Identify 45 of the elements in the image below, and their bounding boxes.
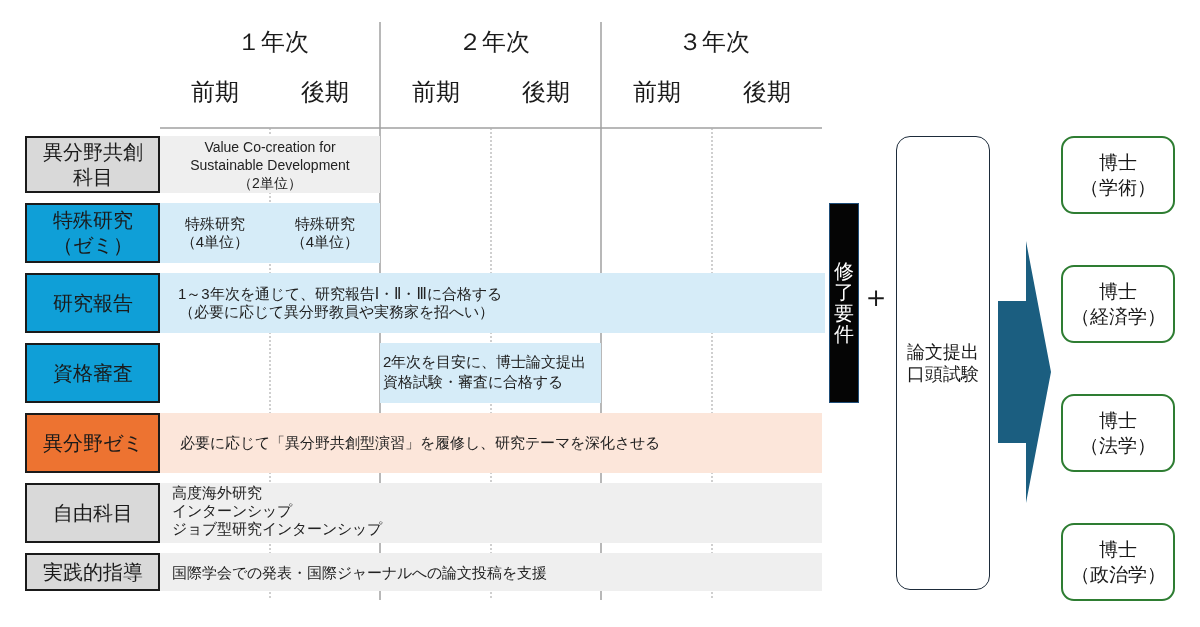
- category-box: 特殊研究（ゼミ）: [25, 203, 160, 263]
- requirement-box: [829, 203, 859, 403]
- requirement-text: 修了要件: [834, 261, 854, 345]
- band-text: Value Co-creation for Sustainable Development （2単位）: [189, 138, 351, 192]
- course-band: [160, 136, 380, 193]
- term-heading: 前期: [412, 78, 460, 106]
- block-arrow: [998, 241, 1051, 503]
- course-band: [160, 553, 822, 591]
- course-band: [160, 483, 822, 543]
- category-box: 研究報告: [25, 273, 160, 333]
- course-band: [380, 343, 601, 403]
- exam-text: 論文提出: [907, 341, 979, 363]
- band-text: インターンシップ: [172, 502, 292, 520]
- term-heading: 前期: [633, 78, 681, 106]
- degree-box: 博士（法学）: [1061, 394, 1175, 472]
- exam-text: 口頭試験: [907, 363, 979, 385]
- course-band: [160, 273, 825, 333]
- band-text: 高度海外研究: [172, 484, 262, 502]
- degree-box: 博士（政治学）: [1061, 523, 1175, 601]
- term-heading: 前期: [191, 78, 239, 106]
- year-heading: ３年次: [678, 28, 750, 56]
- term-heading: 後期: [743, 78, 791, 106]
- category-box: 異分野共創科目: [25, 136, 160, 193]
- course-band: [160, 203, 380, 263]
- band-text: 1～3年次を通じて、研究報告Ⅰ・Ⅱ・Ⅲに合格する: [178, 284, 502, 303]
- category-box: 資格審査: [25, 343, 160, 403]
- degree-box: 博士（経済学）: [1061, 265, 1175, 343]
- band-text: 2年次を目安に、博士論文提出資格試験・審査に合格する: [383, 352, 588, 392]
- band-text: 特殊研究（4単位）: [289, 215, 361, 251]
- exam-box: [896, 136, 990, 590]
- plus-sign: ＋: [861, 280, 891, 314]
- year-heading: ２年次: [458, 28, 530, 56]
- category-box: 実践的指導: [25, 553, 160, 591]
- band-text: 国際学会での発表・国際ジャーナルへの論文投稿を支援: [172, 563, 547, 582]
- term-heading: 後期: [522, 78, 570, 106]
- category-box: 異分野ゼミ: [25, 413, 160, 473]
- degree-box: 博士（学術）: [1061, 136, 1175, 214]
- band-text: （必要に応じて異分野教員や実務家を招へい）: [179, 302, 494, 321]
- course-band: [160, 413, 822, 473]
- year-heading: １年次: [237, 28, 309, 56]
- band-text: ジョブ型研究インターンシップ: [172, 520, 382, 538]
- band-text: 必要に応じて「異分野共創型演習」を履修し、研究テーマを深化させる: [180, 433, 660, 452]
- category-box: 自由科目: [25, 483, 160, 543]
- band-text: 特殊研究（4単位）: [179, 215, 251, 251]
- term-heading: 後期: [301, 78, 349, 106]
